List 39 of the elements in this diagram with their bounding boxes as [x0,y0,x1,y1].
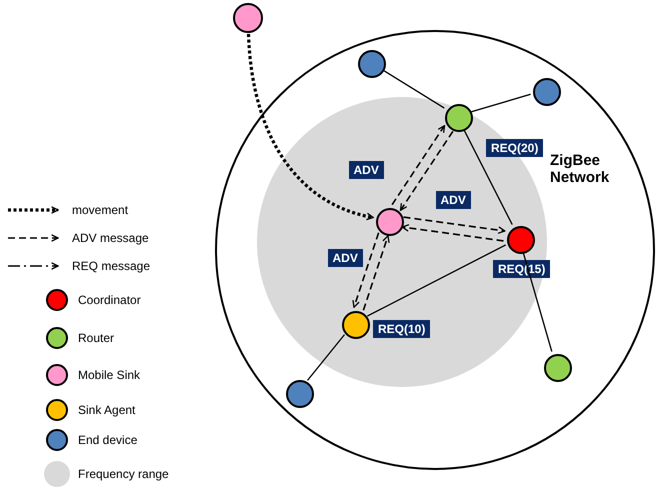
mobile-sink-node [376,208,404,236]
legend-label: End device [78,433,138,447]
request-tag: REQ(15) [493,260,550,278]
legend-label: Mobile Sink [78,368,140,382]
network-boundary-circle [215,30,655,470]
message-arrow [352,232,380,308]
message-arrow [391,125,446,206]
edge-label: ADV [348,161,384,179]
legend-label: ADV message [72,231,149,245]
request-tag: REQ(10) [373,320,430,338]
link-line [307,334,345,381]
end-device-node [358,50,386,78]
legend-label: REQ message [72,259,150,273]
link-line [522,252,552,352]
message-arrow [400,130,454,211]
legend-label: Router [78,331,114,345]
coordinator-node [507,226,535,254]
message-arrow [402,224,504,242]
sink-agent-node [342,311,370,339]
end-device-node [533,78,561,106]
legend-label: Coordinator [78,293,141,307]
legend-label: Sink Agent [78,403,136,417]
message-arrow [403,216,506,234]
link-line [382,69,445,109]
router-node [544,354,572,382]
link-line [367,244,506,317]
end-device-node [286,380,314,408]
request-tag: REQ(20) [486,139,544,157]
edge-label: ADV [436,191,471,209]
router-node [445,104,473,132]
network-label: ZigBee Network [550,152,610,186]
edge-label: ADV [328,249,363,267]
message-arrow [362,235,390,311]
movement-arrow [246,34,374,220]
mobile-sink-node [233,3,263,33]
link-line [463,129,513,225]
link-line [471,94,531,112]
legend-label: Frequency range [78,467,169,481]
legend-label: movement [72,203,128,217]
